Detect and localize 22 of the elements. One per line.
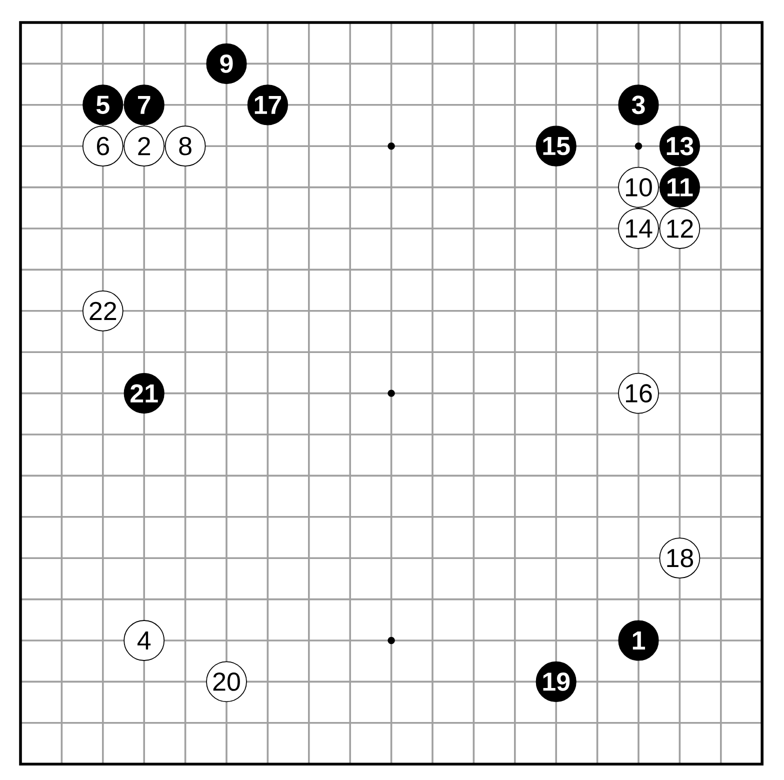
go-stone: 22 (82, 290, 124, 332)
go-stone: 6 (82, 126, 124, 167)
go-stone: 9 (206, 43, 247, 84)
go-stone: 4 (124, 620, 165, 661)
go-stone: 19 (536, 661, 576, 702)
go-stone: 1 (618, 620, 659, 661)
go-stone: 2 (124, 126, 165, 167)
go-stone: 11 (659, 167, 700, 208)
go-stone: 20 (206, 661, 247, 702)
go-stone: 8 (164, 126, 206, 167)
go-stone: 17 (247, 84, 288, 126)
go-stone: 3 (618, 84, 659, 126)
go-stone: 13 (659, 126, 700, 166)
go-stone: 10 (618, 166, 659, 208)
go-stone: 5 (82, 84, 124, 126)
go-stone: 14 (618, 208, 659, 249)
go-stone: 15 (536, 126, 576, 166)
go-stone: 7 (124, 84, 164, 126)
go-stone: 16 (618, 372, 659, 414)
go-stone: 12 (659, 208, 700, 249)
go-stone: 18 (659, 538, 700, 579)
go-stone: 21 (124, 373, 164, 414)
